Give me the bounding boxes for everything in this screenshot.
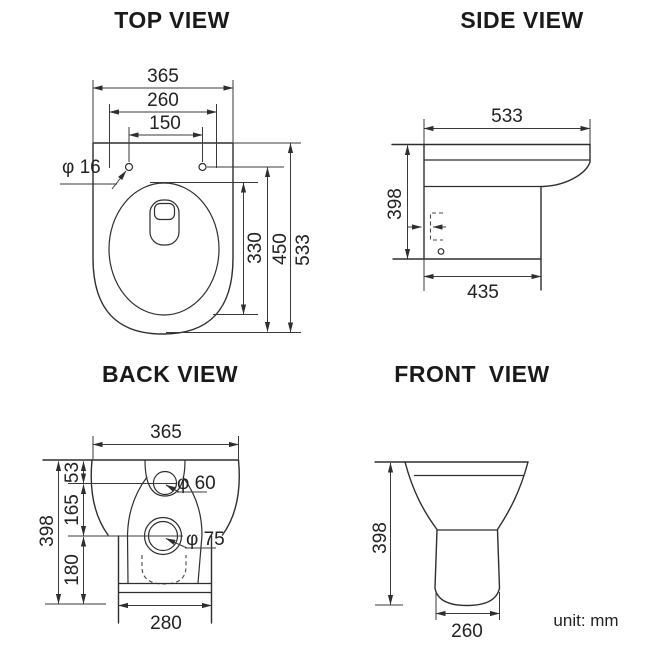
back-view-dim-phi75: φ 75 <box>165 529 225 550</box>
back-dim-180-label: 180 <box>62 554 83 586</box>
back-view-dim-398: 398 <box>37 461 62 604</box>
back-view-body-outline <box>42 459 240 624</box>
front-dim-398-label: 398 <box>370 522 391 554</box>
top-dim-450-label: 450 <box>270 233 291 265</box>
back-dim-phi60-label: φ 60 <box>177 473 216 494</box>
back-view-extension-lines <box>45 483 183 605</box>
back-dim-280-label: 280 <box>150 613 182 634</box>
side-view-dim-435: 435 <box>423 259 542 303</box>
top-view-dim-phi16: φ 16 <box>60 157 127 190</box>
side-dim-398-label: 398 <box>385 188 406 220</box>
unit-note: unit: mm <box>553 611 618 630</box>
top-dim-phi16-label: φ 16 <box>62 157 101 178</box>
top-view-body-outline <box>92 142 234 335</box>
back-view-title: BACK VIEW <box>102 361 238 387</box>
back-view-dim-53: 53 <box>62 461 87 484</box>
back-view-dim-165: 165 <box>62 484 87 536</box>
side-view-body-outline <box>391 143 591 291</box>
top-view-dim-260: 260 <box>109 90 217 168</box>
top-dim-150-label: 150 <box>149 113 181 134</box>
side-view-dim-398: 398 <box>385 145 411 259</box>
back-dim-398-label: 398 <box>37 515 58 547</box>
side-view: SIDE VIEW 533 398 <box>385 7 591 303</box>
back-view-dim-365: 365 <box>92 422 239 459</box>
back-view-dim-phi60: φ 60 <box>165 473 216 494</box>
top-view-dim-533: 533 <box>166 142 314 333</box>
top-view-title: TOP VIEW <box>114 7 230 33</box>
side-view-dim-533: 533 <box>423 106 591 144</box>
front-view-dim-398: 398 <box>370 462 403 606</box>
top-view-dim-450: 450 <box>207 166 291 332</box>
side-dim-435-label: 435 <box>467 282 499 303</box>
side-view-title: SIDE VIEW <box>460 7 583 33</box>
back-dim-53-label: 53 <box>62 462 83 483</box>
top-dim-330-label: 330 <box>245 232 266 264</box>
back-view-dim-280: 280 <box>118 602 212 634</box>
front-view-dim-260: 260 <box>435 592 500 642</box>
top-view-dim-150: 150 <box>128 113 203 162</box>
back-view: BACK VIEW 365 <box>37 361 240 634</box>
side-view-fixing-bracket <box>408 212 446 241</box>
top-dim-533-label: 533 <box>293 234 314 266</box>
back-dim-365-label: 365 <box>150 422 182 443</box>
top-view: TOP VIEW 365 260 150 <box>60 7 314 335</box>
top-view-dim-365: 365 <box>92 66 234 142</box>
front-view-title: FRONT VIEW <box>394 361 549 387</box>
top-view-dim-330: 330 <box>150 182 266 315</box>
side-dim-533-label: 533 <box>491 106 523 127</box>
front-dim-260-label: 260 <box>451 621 483 642</box>
front-view-body-outline <box>374 461 529 607</box>
back-view-dim-180: 180 <box>62 536 87 604</box>
top-dim-260-label: 260 <box>147 90 179 111</box>
back-dim-165-label: 165 <box>62 494 83 526</box>
front-view: FRONT VIEW 398 260 <box>370 361 549 642</box>
back-dim-phi75-label: φ 75 <box>186 529 225 550</box>
top-dim-365-label: 365 <box>147 66 179 87</box>
